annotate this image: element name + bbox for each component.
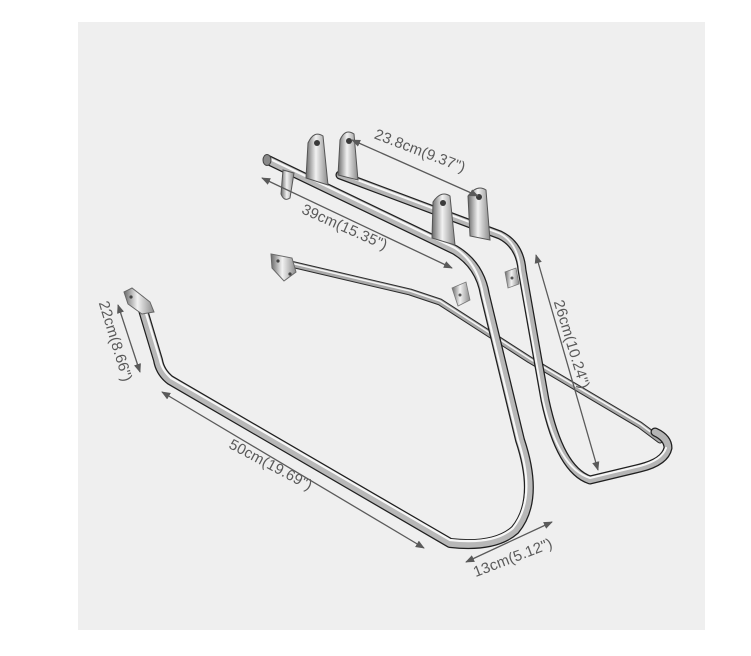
- arrow-top-rail: [261, 177, 453, 269]
- rear-brace-plate: [270, 253, 297, 282]
- arrow-height: [534, 254, 600, 471]
- tube-end-cap: [262, 154, 272, 166]
- dimension-arrows: [117, 139, 600, 563]
- rear-brace-tube: [278, 258, 664, 444]
- rear-bracket: [270, 131, 673, 485]
- arrow-bottom-rail: [161, 391, 425, 549]
- front-leg-plate: [123, 287, 155, 315]
- front-mount-plate-1: [305, 133, 329, 186]
- arrow-mount-spacing: [351, 139, 479, 197]
- arrow-front-leg: [117, 304, 141, 373]
- arrow-bottom-width: [465, 521, 553, 563]
